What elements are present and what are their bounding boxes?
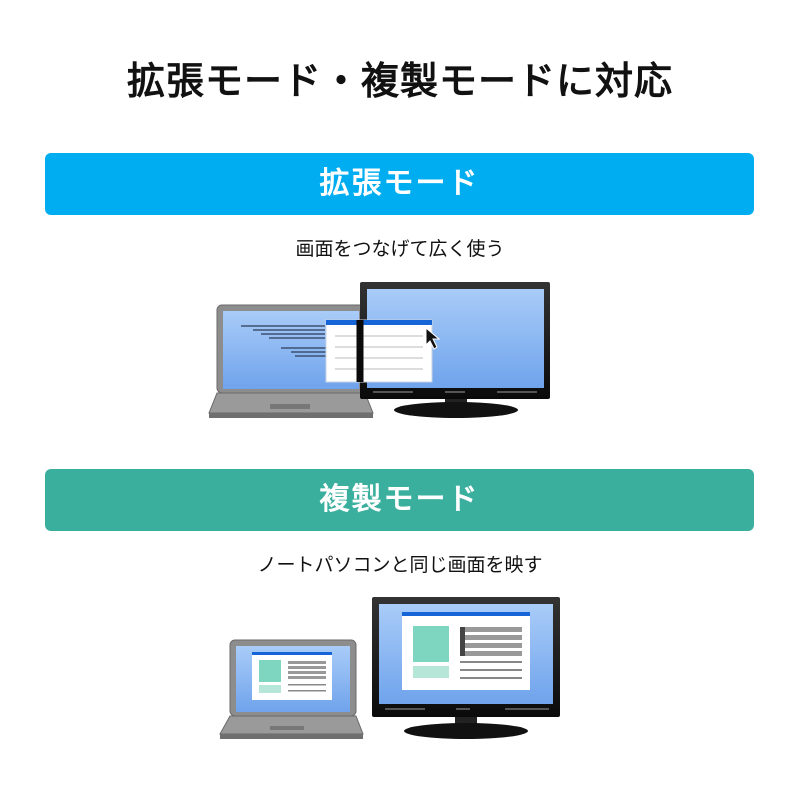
page-title: 拡張モード・複製モードに対応 — [126, 59, 673, 103]
duplicate-mode-description: ノートパソコンと同じ画面を映す — [257, 554, 543, 576]
mouse-cursor-icon — [425, 326, 441, 350]
monitor-icon — [372, 597, 560, 739]
extended-mode-description: 画面をつなげて広く使う — [295, 238, 505, 260]
extended-mode-illustration — [208, 282, 550, 418]
duplicate-mode-illustration — [219, 597, 560, 739]
app-window-icon — [325, 319, 433, 383]
extended-mode-banner: 拡張モード — [45, 153, 754, 215]
laptop-icon — [219, 639, 364, 739]
duplicate-mode-banner: 複製モード — [45, 469, 754, 531]
